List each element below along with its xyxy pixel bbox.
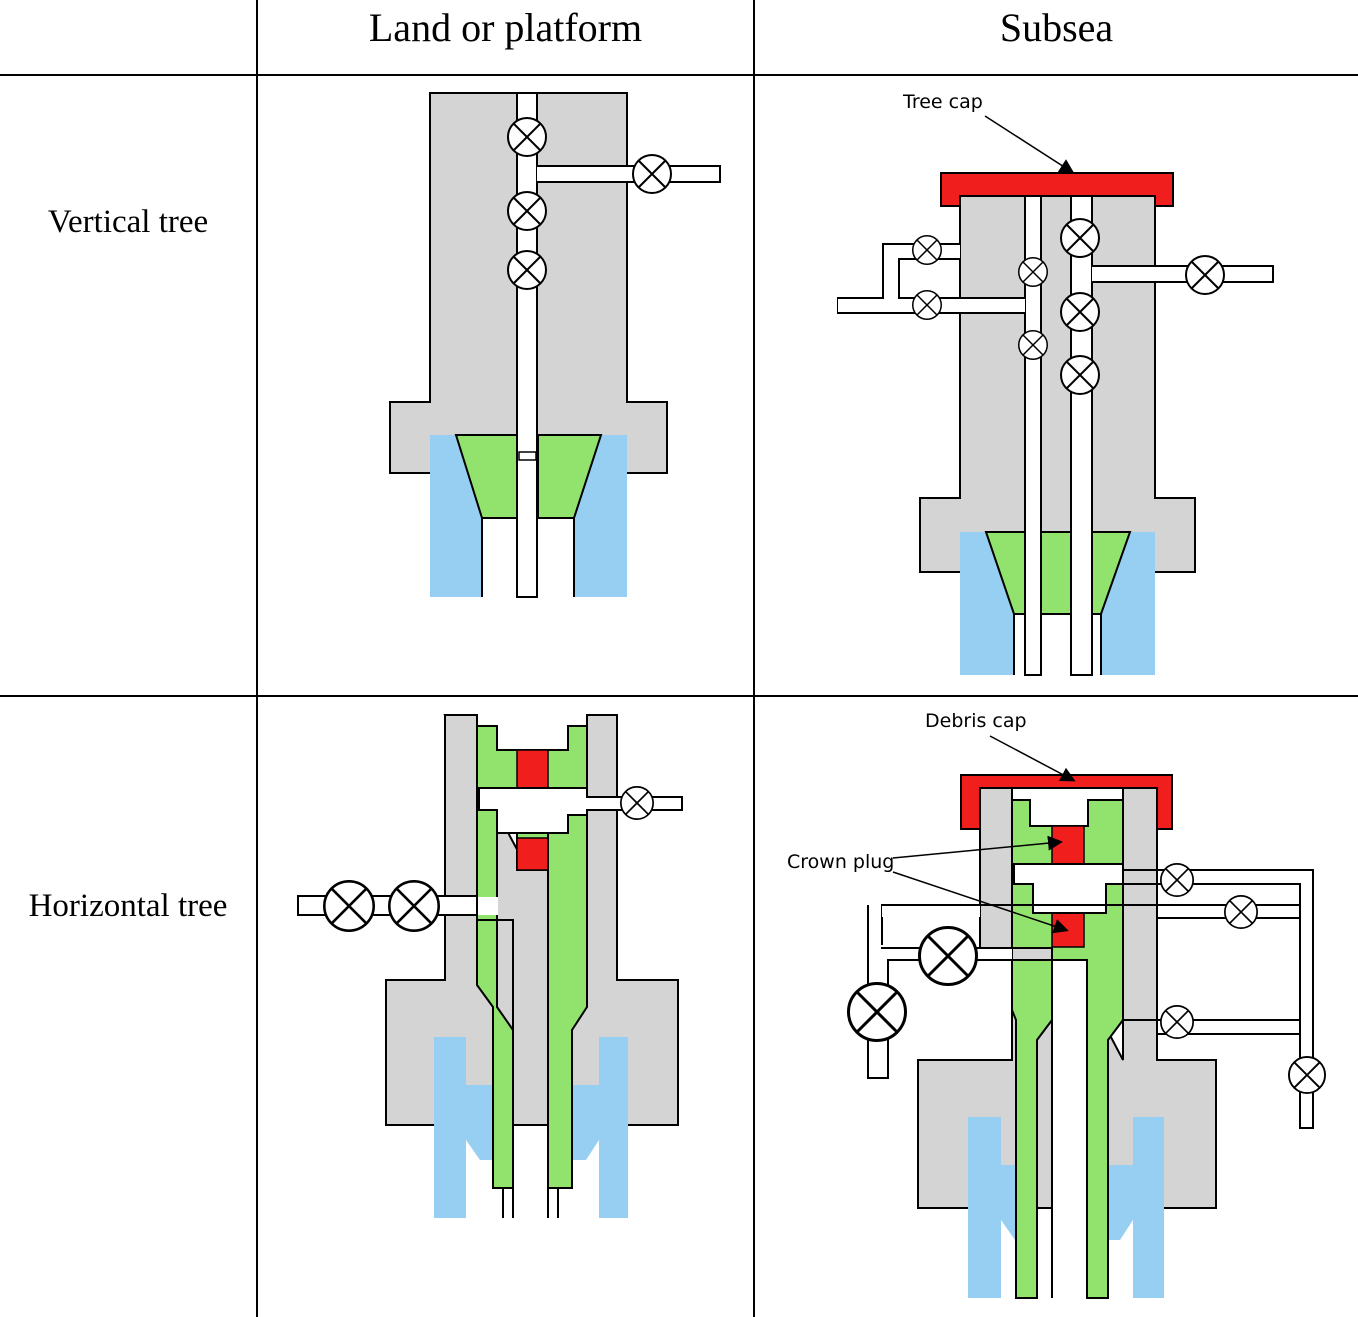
- land-vertical-tree: [389, 92, 721, 598]
- annulus-wing-valve-icon: [912, 235, 942, 265]
- grid-line-row-divider: [0, 695, 1358, 697]
- row-label-horizontal-tree: Horizontal tree: [28, 888, 228, 924]
- production-wing-valve-icon: [1159, 862, 1195, 898]
- annulus-access-valve-icon: [847, 982, 907, 1042]
- annulus-master-valve-icon: [918, 926, 978, 986]
- callout-crown-plug: Crown plug: [787, 851, 894, 873]
- crown-plug-lower: [516, 837, 549, 871]
- grid-line-top-header-bottom: [0, 74, 1358, 76]
- subsea-horizontal-tree: Debris cap Crown plug: [787, 710, 1327, 1299]
- lower-master-valve-icon: [1060, 355, 1100, 395]
- crown-plug-upper: [516, 749, 549, 789]
- tree-body: [919, 195, 1196, 573]
- callout-debris-cap: Debris cap: [925, 710, 1027, 732]
- crossover-valve-icon: [1223, 894, 1259, 930]
- column-header-subsea: Subsea: [999, 5, 1114, 50]
- annulus-swab-valve-icon: [1018, 257, 1048, 287]
- grid-line-col2: [753, 0, 755, 1317]
- swab-valve-icon: [507, 117, 547, 157]
- workover-valve-icon: [1287, 1055, 1327, 1095]
- annulus-master-valve-icon: [322, 879, 376, 933]
- row-label-vertical-tree: Vertical tree: [47, 204, 209, 240]
- subsea-vertical-tree: Tree cap: [837, 91, 1274, 676]
- crossover-valve-icon: [912, 290, 942, 320]
- column-header-land-or-platform: Land or platform: [368, 5, 643, 50]
- upper-master-valve-icon: [507, 191, 547, 231]
- crown-plug-lower: [1051, 912, 1085, 948]
- grid-line-col1: [256, 0, 258, 1317]
- land-horizontal-tree: [297, 714, 683, 1218]
- annulus-wing-valve-icon: [387, 879, 441, 933]
- main-bore: [516, 92, 538, 598]
- debris-cap: [960, 774, 1173, 830]
- callout-tree-cap: Tree cap: [902, 91, 983, 113]
- wing-valve-icon: [1185, 255, 1225, 295]
- wing-valve-icon: [632, 154, 672, 194]
- wing-valve-icon: [619, 785, 655, 821]
- swab-valve-icon: [1060, 218, 1100, 258]
- annulus-bore: [1024, 195, 1042, 676]
- crown-plug-upper: [1051, 825, 1085, 865]
- upper-master-valve-icon: [1060, 292, 1100, 332]
- tubing-hanger: [1011, 799, 1124, 1299]
- annulus-master-valve-icon: [1018, 330, 1048, 360]
- wing-outlet: [537, 165, 721, 183]
- tree-cap: [940, 172, 1174, 207]
- production-bore: [1070, 195, 1093, 676]
- lower-master-valve-icon: [507, 250, 547, 290]
- annulus-wing-valve-icon: [1159, 1004, 1195, 1040]
